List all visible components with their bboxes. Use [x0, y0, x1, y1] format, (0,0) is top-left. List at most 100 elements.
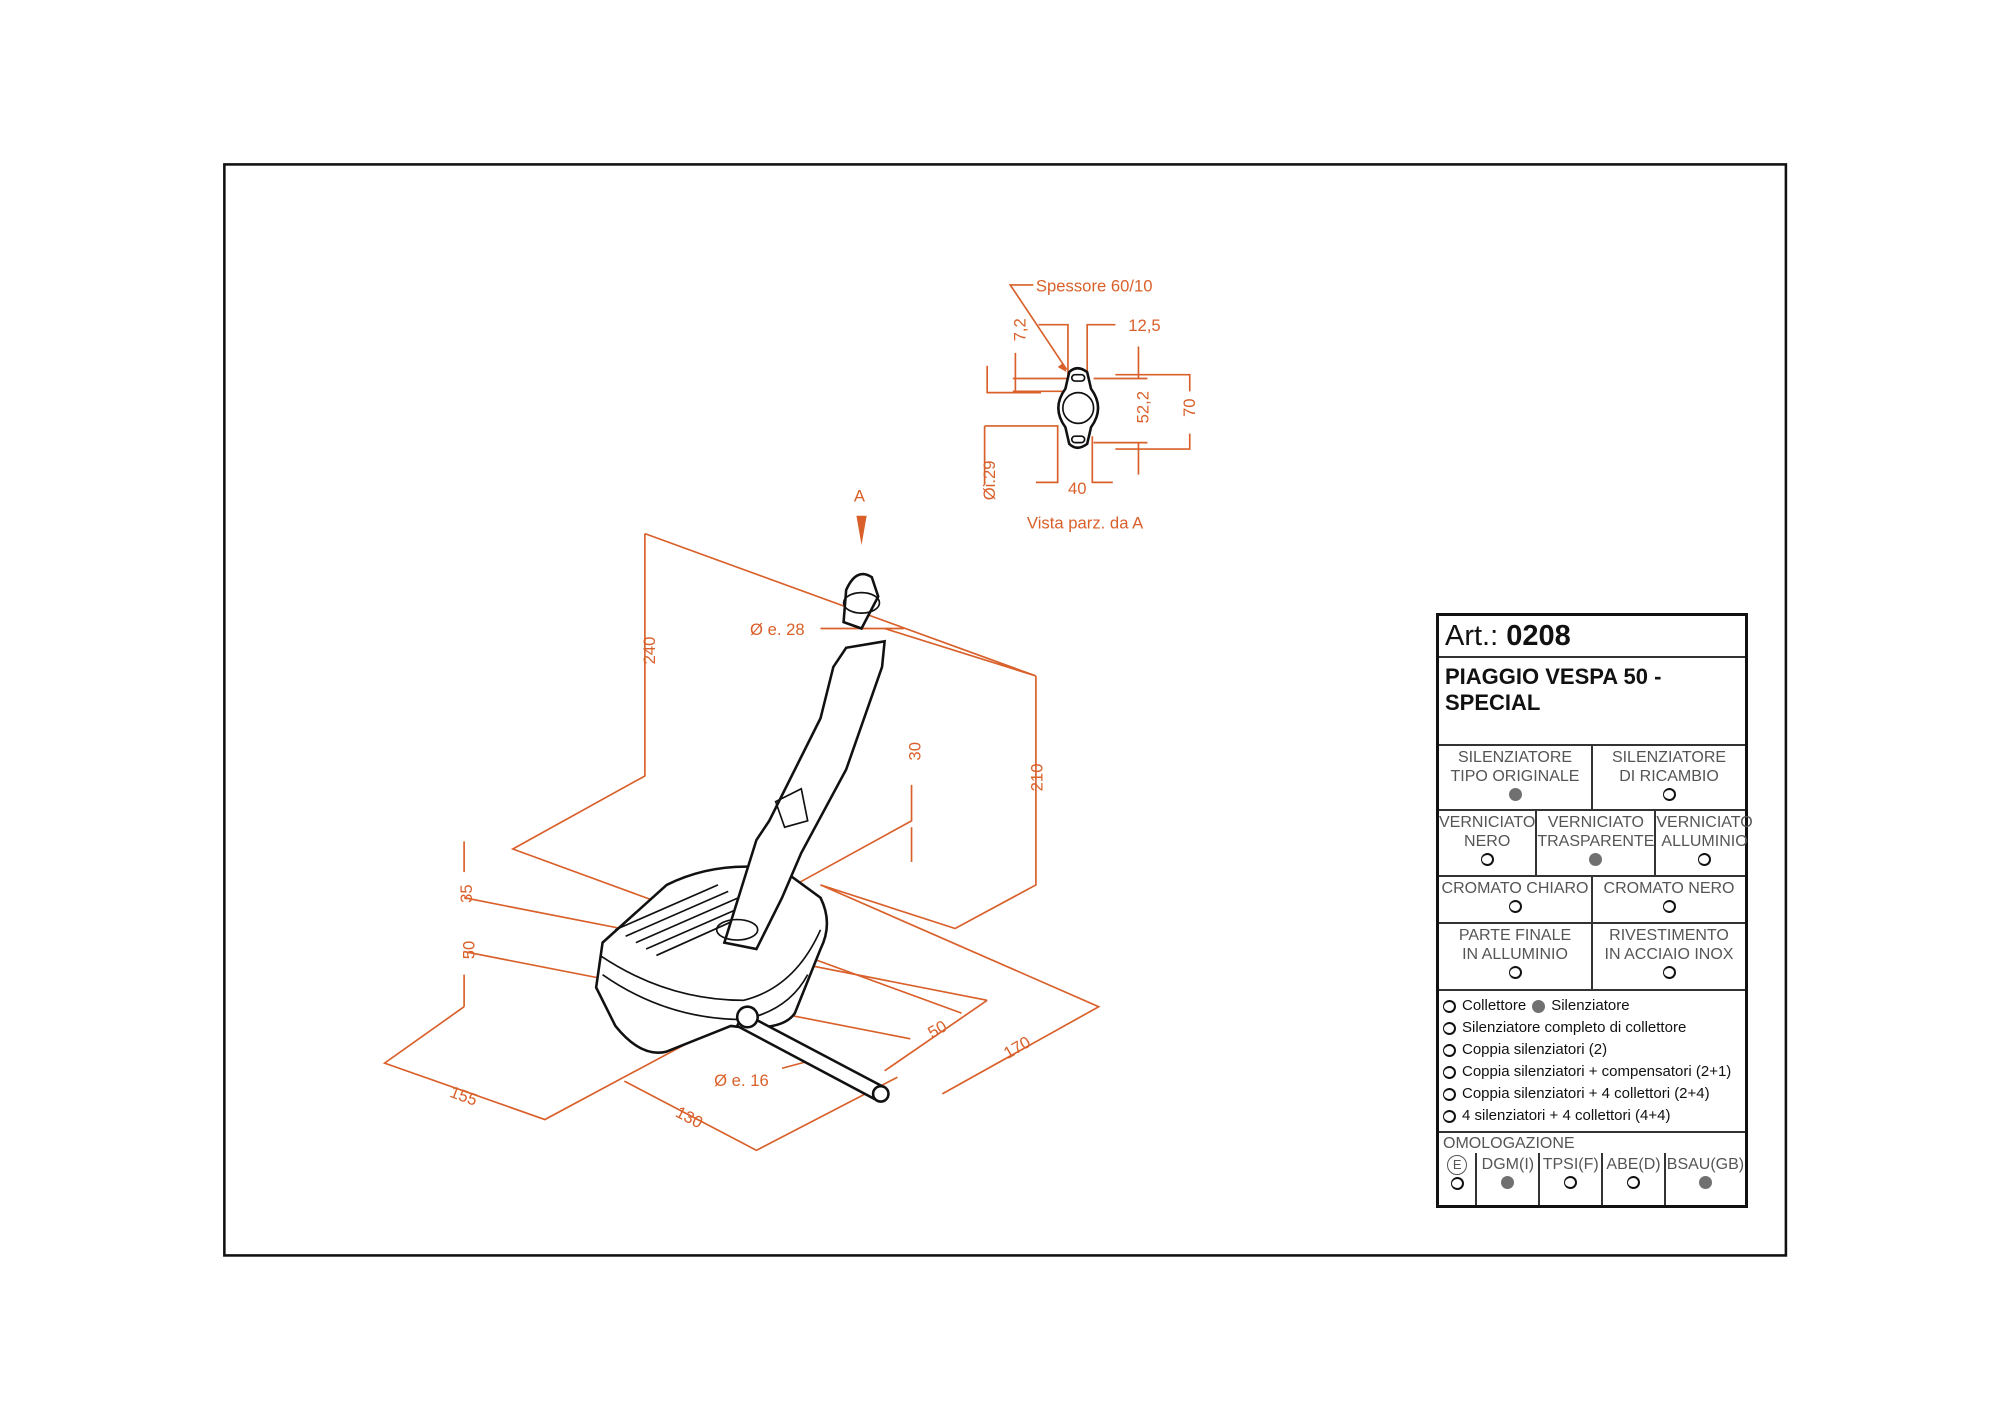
dim-40: 40 [1068, 479, 1087, 498]
dim-210: 210 [1027, 764, 1046, 792]
dim-52-2: 52,2 [1134, 391, 1153, 423]
empty-circle-icon [1443, 999, 1456, 1013]
option-verniciato-nero: VERNICIATO NERO [1439, 811, 1538, 875]
thickness-label: Spessore 60/10 [1036, 276, 1153, 295]
option-tipo-originale: SILENZIATORE TIPO ORIGINALE [1439, 746, 1593, 809]
option-label: CROMATO NERO [1603, 880, 1735, 897]
dim-70: 70 [1180, 398, 1199, 417]
empty-circle-icon [1443, 1065, 1456, 1079]
option-label: DI RICAMBIO [1619, 768, 1719, 785]
empty-circle-icon [1443, 1021, 1456, 1035]
collettore-label: Collettore [1462, 997, 1527, 1014]
muffler-illustration [594, 572, 890, 1103]
article-label: Art.: [1445, 620, 1499, 652]
option-label: TIPO ORIGINALE [1450, 768, 1580, 785]
homologation-dgm: DGM(I) [1477, 1153, 1541, 1205]
article-number: 0208 [1506, 620, 1571, 652]
empty-circle-icon [1443, 1087, 1456, 1101]
homologation-label: DGM(I) [1481, 1156, 1535, 1173]
view-a-arrow [856, 515, 867, 546]
selected-dot-icon [1508, 788, 1522, 801]
option-label: ALLUMINIO [1661, 833, 1748, 850]
silenziatore-label: Silenziatore [1551, 997, 1630, 1014]
empty-circle-icon [1508, 900, 1522, 913]
list-item: Coppia silenziatori (2) [1443, 1039, 1741, 1061]
title-block: Art.: 0208 PIAGGIO VESPA 50 - SPECIAL SI… [1436, 613, 1753, 1208]
dim-outer-diameter-16: Ø e. 16 [714, 1071, 769, 1090]
option-label: VERNICIATO [1439, 814, 1536, 831]
list-item: 4 silenziatori + 4 collettori (4+4) [1443, 1105, 1741, 1127]
dim-30: 30 [906, 742, 925, 761]
dim-inner-diameter: Øi.29 [980, 460, 999, 500]
option-label: TRASPARENTE [1537, 833, 1655, 850]
dim-130: 130 [672, 1102, 705, 1132]
kit-options-list: Collettore Silenziatore Silenziatore comp… [1439, 991, 1745, 1133]
empty-circle-icon [1662, 966, 1676, 979]
option-rivestimento: RIVESTIMENTO IN ACCIAIO INOX [1593, 924, 1745, 989]
option-cromato-nero: CROMATO NERO [1593, 877, 1745, 922]
article-header: Art.: 0208 [1439, 616, 1745, 658]
empty-circle-icon [1564, 1176, 1578, 1189]
option-label: IN ALLUMINIO [1462, 946, 1568, 963]
dim-7-2: 7,2 [1011, 318, 1030, 341]
option-label: VERNICIATO [1547, 814, 1644, 831]
empty-circle-icon [1698, 853, 1712, 866]
option-label: RIVESTIMENTO [1609, 927, 1729, 944]
drawing-frame [223, 163, 1788, 1257]
empty-circle-icon [1508, 966, 1522, 979]
empty-circle-icon [1627, 1176, 1641, 1189]
kit-label: Coppia silenziatori + compensatori (2+1) [1462, 1063, 1732, 1080]
empty-circle-icon [1443, 1043, 1456, 1057]
dim-35: 35 [457, 884, 476, 903]
flange-detail-view: Spessore 60/10 12,5 7,2 52,2 70 Øi.29 40… [980, 276, 1199, 532]
dim-50-right: 50 [925, 1017, 951, 1043]
homologation-label: BSAU(GB) [1666, 1156, 1745, 1173]
dimension-lines: Ø e. 28 240 210 30 35 50 155 130 Ø e. 16… [382, 532, 1101, 1152]
homologation-e: E [1439, 1153, 1478, 1205]
selected-dot-icon [1698, 1176, 1712, 1189]
kit-label: 4 silenziatori + 4 collettori (4+4) [1462, 1107, 1671, 1124]
option-label: SILENZIATORE [1457, 749, 1573, 766]
model-name: PIAGGIO VESPA 50 - SPECIAL [1439, 658, 1745, 746]
empty-circle-icon [1662, 788, 1676, 801]
dim-155: 155 [447, 1082, 480, 1109]
empty-circle-icon [1443, 1109, 1456, 1123]
list-item: Collettore Silenziatore [1443, 995, 1741, 1017]
selected-dot-icon [1532, 999, 1546, 1013]
homologation-label: E [1447, 1155, 1468, 1175]
empty-circle-icon [1450, 1177, 1464, 1190]
list-item: Silenziatore completo di collettore [1443, 1017, 1741, 1039]
dim-240: 240 [640, 637, 659, 665]
homologation-bsau: BSAU(GB) [1666, 1153, 1745, 1205]
homologation-title: OMOLOGAZIONE [1443, 1135, 1575, 1152]
dim-50-left: 50 [459, 941, 478, 960]
list-item: Coppia silenziatori + compensatori (2+1) [1443, 1061, 1741, 1083]
homologation-row: E DGM(I) TPSI(F) ABE(D) BSAU(GB) [1439, 1153, 1745, 1205]
option-label: CROMATO CHIARO [1441, 880, 1589, 897]
option-verniciato-trasparente: VERNICIATO TRASPARENTE [1537, 811, 1657, 875]
dim-12-5: 12,5 [1128, 316, 1160, 335]
view-a-label: A [854, 487, 866, 506]
dim-outer-diameter-28: Ø e. 28 [750, 620, 805, 639]
chrome-options-row: CROMATO CHIARO CROMATO NERO [1439, 877, 1745, 924]
homologation-label: ABE(D) [1606, 1156, 1661, 1173]
list-item: Coppia silenziatori + 4 collettori (2+4) [1443, 1083, 1741, 1105]
selected-dot-icon [1501, 1176, 1515, 1189]
empty-circle-icon [1662, 900, 1676, 913]
detail-caption: Vista parz. da A [1027, 514, 1144, 533]
kit-label: Coppia silenziatori + 4 collettori (2+4) [1462, 1085, 1710, 1102]
homologation-tpsi: TPSI(F) [1540, 1153, 1604, 1205]
empty-circle-icon [1480, 853, 1494, 866]
option-label: IN ACCIAIO INOX [1604, 946, 1734, 963]
kit-label: Silenziatore completo di collettore [1462, 1019, 1687, 1036]
option-label: NERO [1464, 833, 1511, 850]
homologation-label: TPSI(F) [1542, 1156, 1599, 1173]
homologation-abe: ABE(D) [1603, 1153, 1666, 1205]
